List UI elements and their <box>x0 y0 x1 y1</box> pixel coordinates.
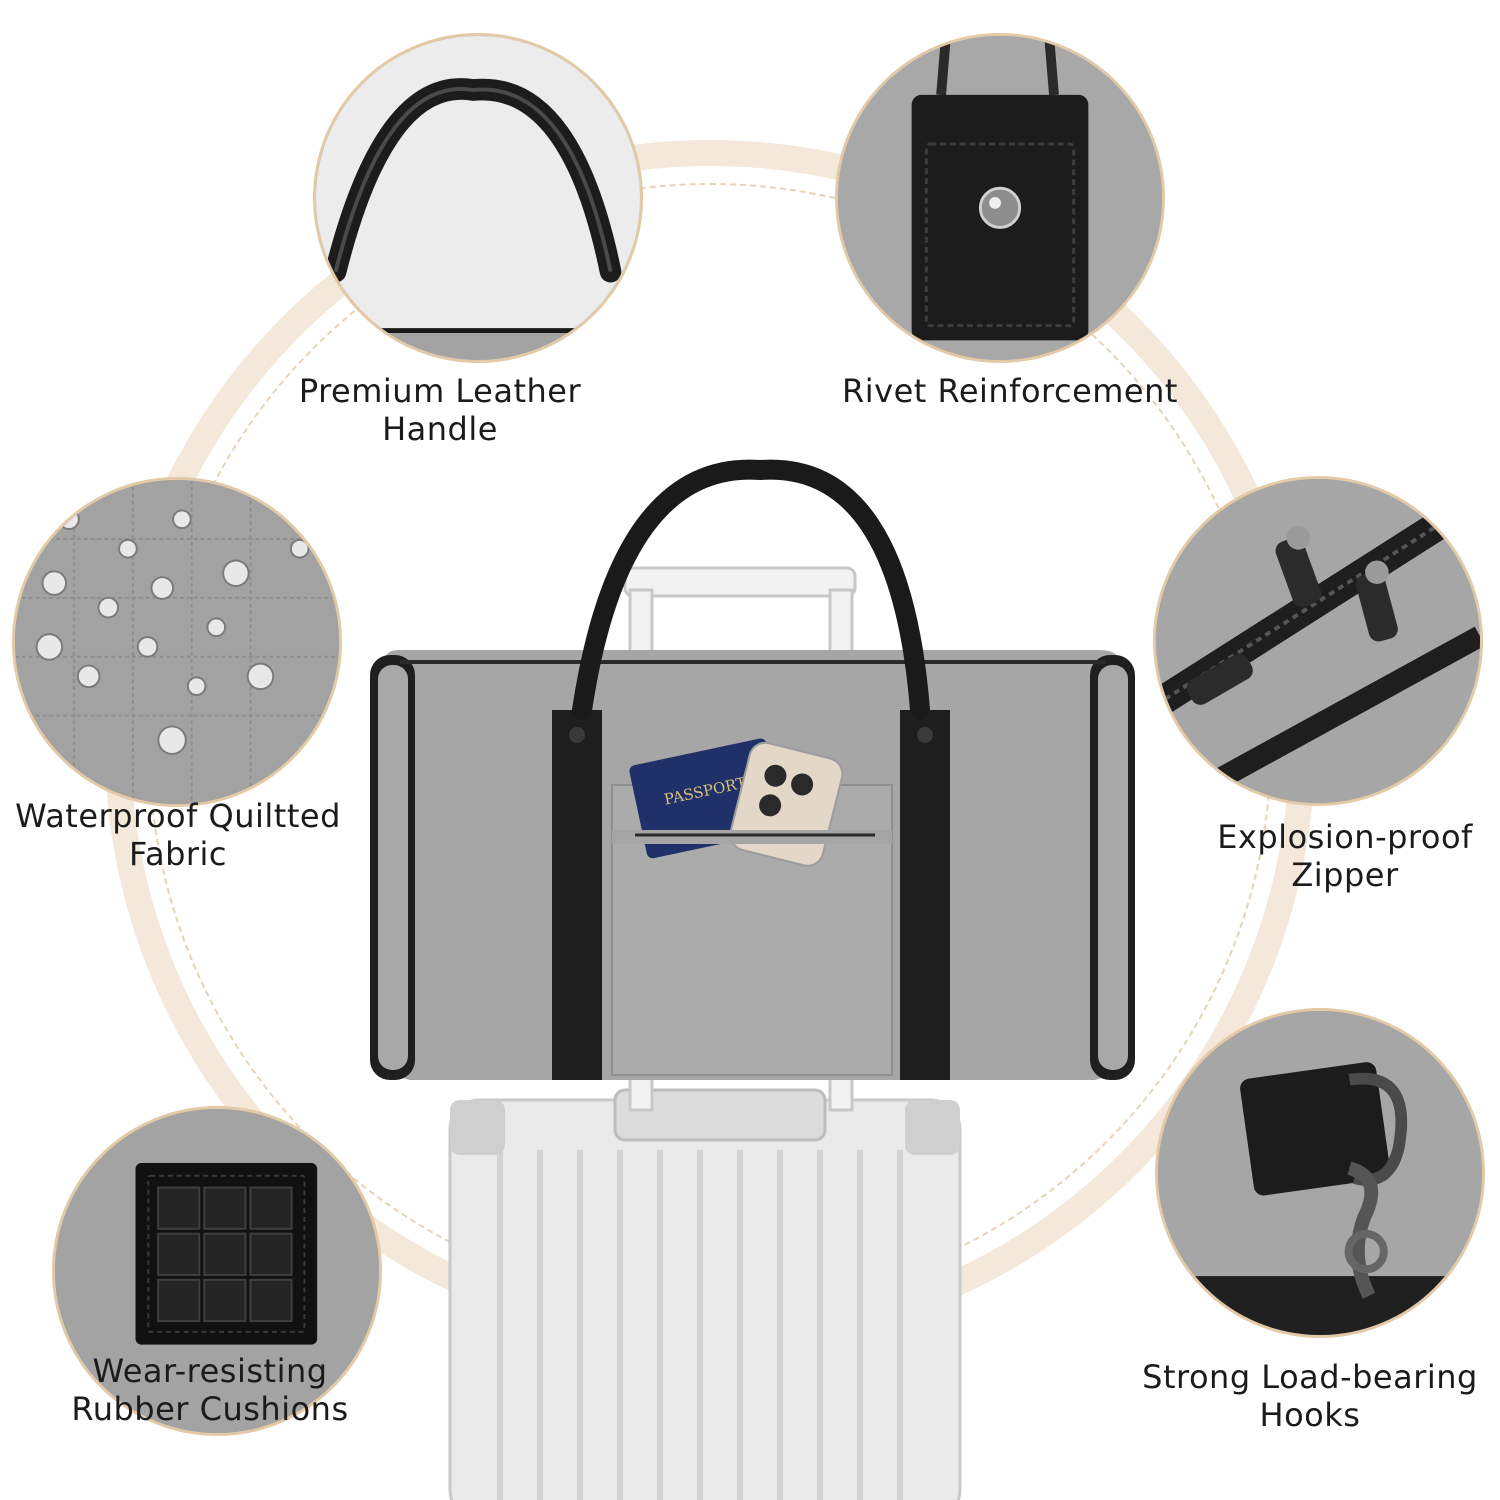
suitcase <box>448 1088 962 1500</box>
feature-label-line: Waterproof Quiltted <box>15 797 341 835</box>
feature-label-line: Hooks <box>1259 1396 1361 1434</box>
feature-label-explosion-proof-zipper: Explosion-proof Zipper <box>1200 818 1490 894</box>
feature-label-line: Strong Load-bearing <box>1142 1358 1478 1396</box>
feature-label-line: Explosion-proof <box>1217 818 1473 856</box>
feature-label-wear-resisting-rubber-cushions: Wear-resisting Rubber Cushions <box>55 1352 365 1428</box>
feature-label-rivet-reinforcement: Rivet Reinforcement <box>830 372 1190 410</box>
feature-label-strong-load-bearing-hooks: Strong Load-bearing Hooks <box>1128 1358 1492 1434</box>
feature-label-line: Fabric <box>128 835 228 873</box>
feature-label-line: Rivet Reinforcement <box>842 372 1178 410</box>
feature-label-line: Premium Leather <box>298 372 582 410</box>
feature-image-explosion-proof-zipper <box>1153 476 1483 806</box>
feature-label-premium-leather-handle: Premium Leather Handle <box>290 372 590 448</box>
feature-label-line: Rubber Cushions <box>71 1390 349 1428</box>
feature-image-premium-leather-handle <box>313 33 643 363</box>
feature-image-wear-resisting-rubber-cushions <box>52 1106 382 1436</box>
feature-label-line: Zipper <box>1291 856 1399 894</box>
leather-handles <box>572 459 930 720</box>
feature-image-waterproof-quilted-fabric <box>12 477 342 807</box>
feature-label-line: Wear-resisting <box>92 1352 328 1390</box>
feature-label-waterproof-quilted-fabric: Waterproof Quiltted Fabric <box>2 797 354 873</box>
feature-image-strong-load-bearing-hooks <box>1155 1008 1485 1338</box>
feature-label-line: Handle <box>382 410 498 448</box>
duffel-bag: PASSPORT <box>370 650 1135 1080</box>
duffel-bag-on-suitcase-photo: PASSPORT <box>320 450 1200 1500</box>
feature-image-rivet-reinforcement <box>835 33 1165 363</box>
